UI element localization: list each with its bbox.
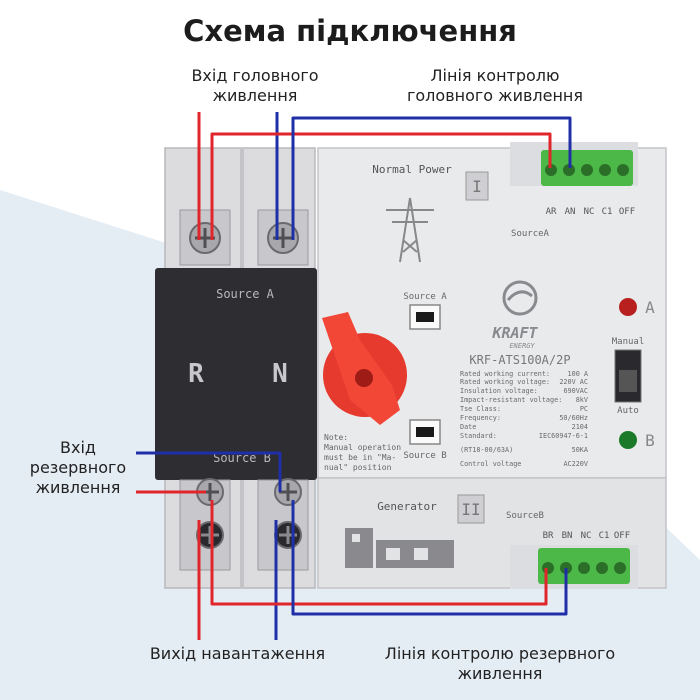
page-title: Схема підключення bbox=[183, 14, 517, 48]
device-label: PC bbox=[580, 405, 588, 413]
device-label: NC bbox=[584, 207, 595, 217]
roman-1-label: I bbox=[472, 177, 482, 196]
device-label: Note: bbox=[324, 433, 348, 442]
bottom-terminals bbox=[179, 478, 309, 571]
wires bbox=[136, 112, 572, 640]
backup-control-blue-wire bbox=[291, 500, 568, 616]
source-a-cover-label: Source A bbox=[216, 287, 275, 301]
device-label: AR bbox=[546, 207, 557, 217]
device-label: Manual operation bbox=[324, 443, 401, 452]
generator-icon bbox=[345, 528, 454, 568]
device-label: Insulation voltage: bbox=[460, 387, 538, 395]
device-label: C1 bbox=[599, 531, 610, 541]
auto-label: Auto bbox=[617, 406, 639, 416]
main-control-blue-wire bbox=[291, 116, 572, 240]
source-a-terminal-label: SourceA bbox=[511, 229, 550, 239]
transfer-handle-icon bbox=[322, 312, 407, 425]
black-cover bbox=[155, 268, 317, 480]
indicator-b-led bbox=[619, 431, 637, 449]
neutral-label: N bbox=[272, 359, 288, 389]
device-label: Control voltage bbox=[460, 460, 521, 468]
device-label: (RT18-00/63A) bbox=[460, 446, 513, 454]
power-pylon-icon bbox=[386, 197, 434, 263]
spec-table: Rated working current: 100 A Rated workin… bbox=[460, 370, 588, 468]
brand-sub: ENERGY bbox=[509, 342, 535, 350]
device-label: Rated working voltage: bbox=[460, 378, 550, 386]
device-label: OFF bbox=[614, 531, 630, 541]
device-label: IEC60947-6-1 bbox=[539, 432, 588, 440]
roman-1-badge bbox=[465, 171, 489, 201]
backup-control-red-wire bbox=[210, 500, 548, 606]
device-label: BR bbox=[543, 531, 554, 541]
device-label: NC bbox=[581, 531, 592, 541]
device-label: Impact-resistant voltage: bbox=[460, 396, 562, 404]
device-label: 220V AC bbox=[559, 378, 588, 386]
device-label: 50KA bbox=[572, 446, 588, 454]
label-load-output: Вихід навантаження bbox=[149, 644, 326, 663]
device-label: BN bbox=[562, 531, 573, 541]
source-b-window-label: Source B bbox=[403, 451, 446, 461]
manual-note: Note: Manual operation must be in "Ma- n… bbox=[324, 433, 401, 472]
device-label: 50/60Hz bbox=[559, 414, 588, 422]
device-label: nual" position bbox=[324, 463, 392, 472]
backup-input-blue-wire bbox=[136, 451, 282, 492]
terminal-labels-bottom: BR BN NC C1 OFF bbox=[543, 531, 631, 541]
roman-2-label: II bbox=[461, 500, 480, 519]
device-label: AC220V bbox=[563, 460, 588, 468]
device-label: Date bbox=[460, 423, 476, 431]
device-label: Standard: bbox=[460, 432, 497, 440]
brand-logo-icon bbox=[502, 280, 538, 316]
device-label: 690VAC bbox=[563, 387, 588, 395]
manual-label: Manual bbox=[612, 337, 645, 347]
brand-name: KRAFT bbox=[491, 324, 538, 342]
model-name: KRF-ATS100A/2P bbox=[469, 353, 570, 367]
controller-body bbox=[317, 147, 667, 479]
device-label: AN bbox=[565, 207, 576, 217]
device-label: OFF bbox=[619, 207, 635, 217]
normal-power-label: Normal Power bbox=[372, 163, 452, 176]
source-a-window bbox=[409, 304, 441, 330]
phase-label: R bbox=[188, 359, 204, 389]
generator-label: Generator bbox=[377, 500, 437, 513]
roman-2-badge bbox=[457, 494, 485, 524]
indicator-a-led bbox=[619, 298, 637, 316]
terminal-labels-top: AR AN NC C1 OFF bbox=[546, 207, 636, 217]
indicator-a-label: A bbox=[645, 298, 655, 317]
top-terminals bbox=[179, 209, 309, 266]
device-label: must be in "Ma- bbox=[324, 453, 396, 462]
device-label: 100 A bbox=[568, 370, 588, 378]
source-a-window-label: Source A bbox=[403, 292, 447, 302]
main-control-red-wire bbox=[210, 132, 552, 240]
device-label: Tse Class: bbox=[460, 405, 501, 413]
device-label: C1 bbox=[602, 207, 613, 217]
indicator-b-label: B bbox=[645, 431, 655, 450]
device-label: 8kV bbox=[576, 396, 588, 404]
device-label: Rated working current: bbox=[460, 370, 550, 378]
source-b-terminal-label: SourceB bbox=[506, 511, 544, 521]
device-label: 2104 bbox=[572, 423, 588, 431]
device-label: Frequency: bbox=[460, 414, 501, 422]
